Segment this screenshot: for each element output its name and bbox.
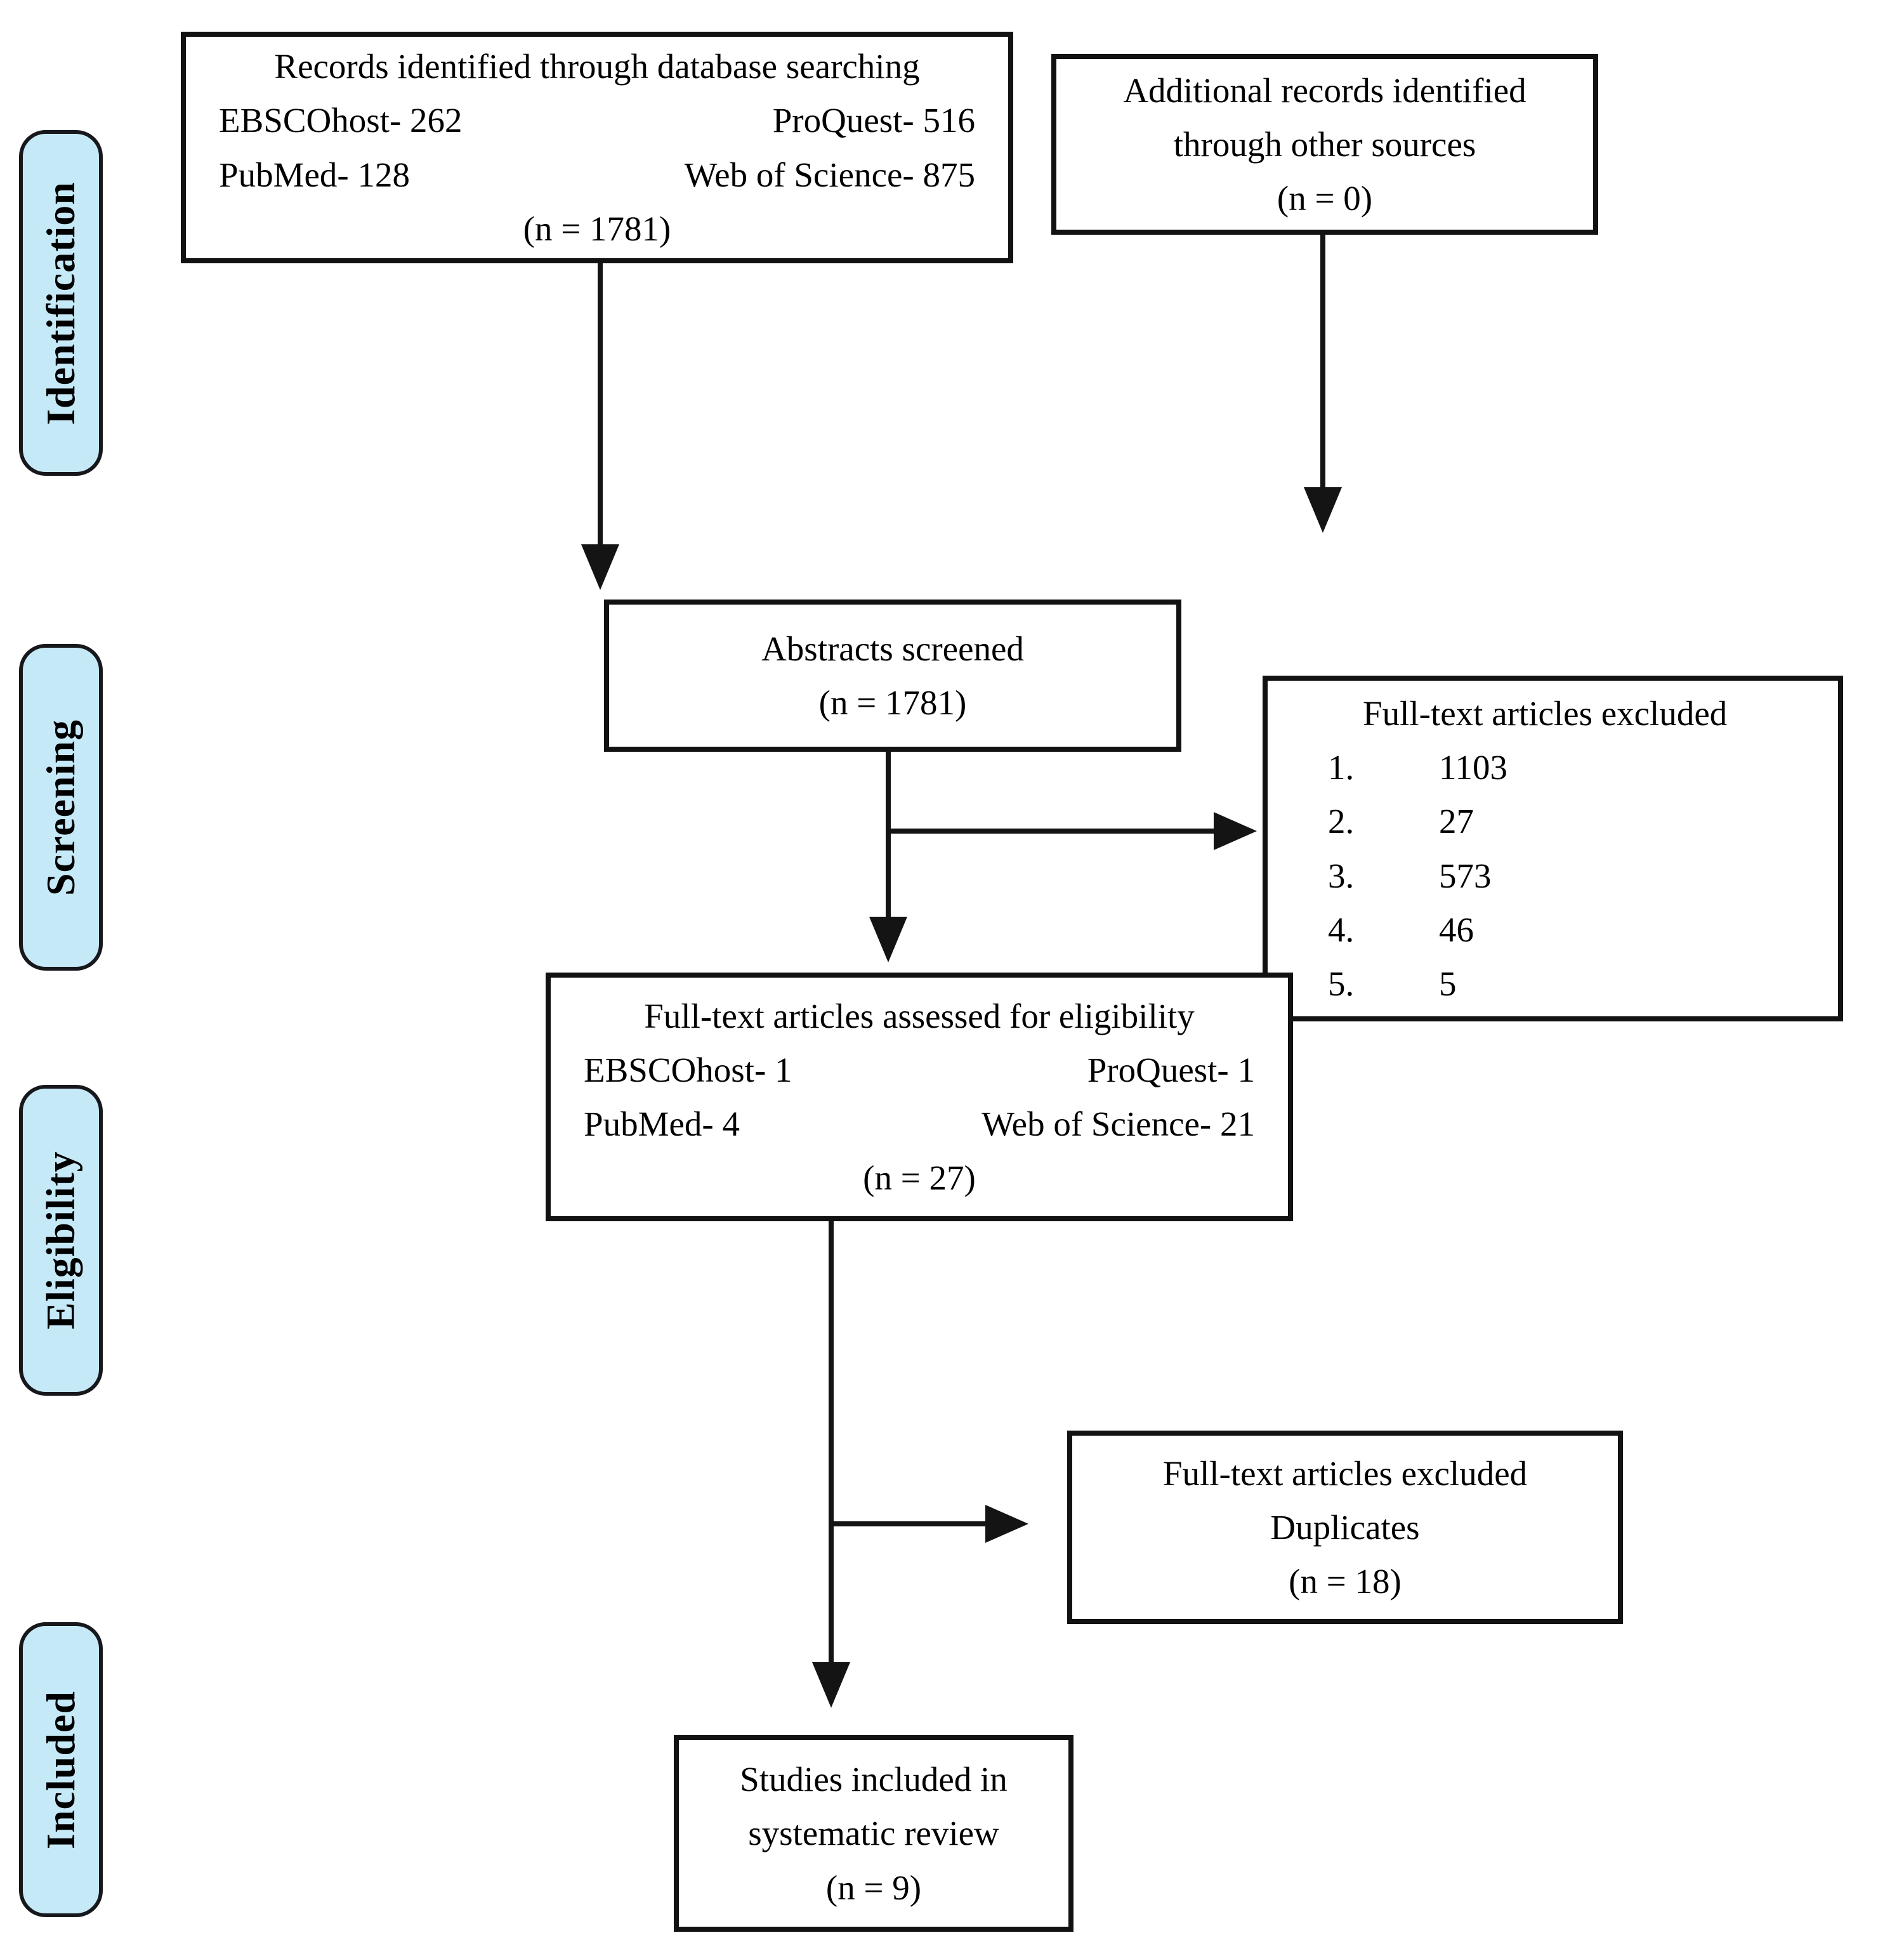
- studies-included-count: (n = 9): [825, 1868, 922, 1907]
- stage-label-screening: Screening: [19, 644, 103, 971]
- item-2-number: 2.: [1328, 802, 1355, 841]
- records-identified-row1: EBSCOhost- 262 ProQuest- 516: [186, 93, 1008, 147]
- item-4-value: 46: [1439, 910, 1474, 949]
- fulltext-assessed-box: Full-text articles assessed for eligibil…: [546, 973, 1293, 1221]
- fulltext-assessed-total: (n = 27): [863, 1158, 976, 1198]
- studies-included-line1: Studies included in: [740, 1760, 1008, 1799]
- additional-records-count: (n = 0): [1277, 179, 1373, 218]
- stage-label-identification-text: Identification: [38, 181, 83, 425]
- duplicates-excluded-box: Full-text articles excluded Duplicates (…: [1067, 1431, 1623, 1624]
- duplicates-excluded-line1: Full-text articles excluded: [1162, 1453, 1528, 1493]
- fulltext-assessed-title: Full-text articles assessed for eligibil…: [644, 996, 1195, 1035]
- records-webofscience-count: Web of Science- 875: [684, 155, 975, 194]
- studies-included-box: Studies included in systematic review (n…: [674, 1735, 1073, 1932]
- duplicates-excluded-line2: Duplicates: [1270, 1507, 1420, 1547]
- fulltext-excluded-title: Full-text articles excluded: [1363, 693, 1728, 733]
- fulltext-excluded-item-3: 3. 573: [1268, 849, 1838, 903]
- assessed-pubmed-count: PubMed- 4: [584, 1105, 740, 1143]
- item-2-value: 27: [1439, 802, 1474, 841]
- abstracts-screened-count: (n = 1781): [818, 683, 967, 722]
- arrowhead-right-icon: [985, 1505, 1028, 1543]
- item-1-value: 1103: [1439, 748, 1507, 787]
- arrowhead-right-icon: [1214, 812, 1257, 850]
- studies-included-line2: systematic review: [748, 1814, 999, 1853]
- additional-records-line1: Additional records identified: [1123, 70, 1526, 110]
- records-identified-box: Records identified through database sear…: [181, 32, 1013, 263]
- records-identified-title: Records identified through database sear…: [274, 47, 920, 86]
- fulltext-assessed-row1: EBSCOhost- 1 ProQuest- 1: [551, 1043, 1288, 1097]
- stage-label-included-text: Included: [38, 1690, 83, 1849]
- stage-label-included: Included: [19, 1622, 103, 1917]
- fulltext-excluded-box: Full-text articles excluded 1. 1103 2. 2…: [1263, 676, 1843, 1021]
- item-5-number: 5.: [1328, 964, 1355, 1003]
- item-1-number: 1.: [1328, 748, 1355, 787]
- abstracts-screened-title: Abstracts screened: [761, 629, 1024, 668]
- stage-label-screening-text: Screening: [38, 719, 83, 896]
- arrow-line-assessed-to-included: [829, 1221, 834, 1663]
- records-identified-row2: PubMed- 128 Web of Science- 875: [186, 148, 1008, 202]
- stage-label-identification: Identification: [19, 130, 103, 476]
- records-ebscohost-count: EBSCOhost- 262: [219, 101, 463, 140]
- records-pubmed-count: PubMed- 128: [219, 155, 410, 194]
- item-3-number: 3.: [1328, 856, 1355, 895]
- fulltext-excluded-item-4: 4. 46: [1268, 903, 1838, 957]
- records-identified-total: (n = 1781): [523, 209, 671, 248]
- arrow-line-branch-to-excluded: [888, 829, 1215, 834]
- arrow-line-abstracts-to-assessed: [886, 752, 891, 918]
- item-3-value: 573: [1439, 856, 1492, 895]
- additional-records-box: Additional records identified through ot…: [1051, 54, 1598, 235]
- assessed-ebscohost-count: EBSCOhost- 1: [584, 1050, 792, 1089]
- arrowhead-down-icon: [581, 544, 619, 590]
- item-5-value: 5: [1439, 964, 1457, 1003]
- fulltext-excluded-item-1: 1. 1103: [1268, 740, 1838, 794]
- fulltext-assessed-row2: PubMed- 4 Web of Science- 21: [551, 1097, 1288, 1151]
- abstracts-screened-box: Abstracts screened (n = 1781): [604, 600, 1181, 752]
- arrowhead-down-icon: [1304, 487, 1342, 533]
- records-proquest-count: ProQuest- 516: [772, 101, 975, 140]
- fulltext-excluded-item-5: 5. 5: [1268, 957, 1838, 1011]
- arrow-line-additional-to-screening: [1320, 235, 1325, 488]
- item-4-number: 4.: [1328, 910, 1355, 949]
- stage-label-eligibility: Eligibility: [19, 1085, 103, 1396]
- arrow-line-records-to-screening: [598, 263, 603, 546]
- additional-records-line2: through other sources: [1173, 124, 1476, 164]
- arrowhead-down-icon: [812, 1662, 850, 1708]
- arrowhead-down-icon: [869, 917, 907, 962]
- assessed-webofscience-count: Web of Science- 21: [982, 1105, 1255, 1143]
- assessed-proquest-count: ProQuest- 1: [1087, 1050, 1255, 1089]
- fulltext-excluded-item-2: 2. 27: [1268, 794, 1838, 848]
- stage-label-eligibility-text: Eligibility: [38, 1151, 83, 1330]
- duplicates-excluded-count: (n = 18): [1289, 1562, 1402, 1601]
- arrow-line-branch-to-duplicates: [831, 1521, 987, 1526]
